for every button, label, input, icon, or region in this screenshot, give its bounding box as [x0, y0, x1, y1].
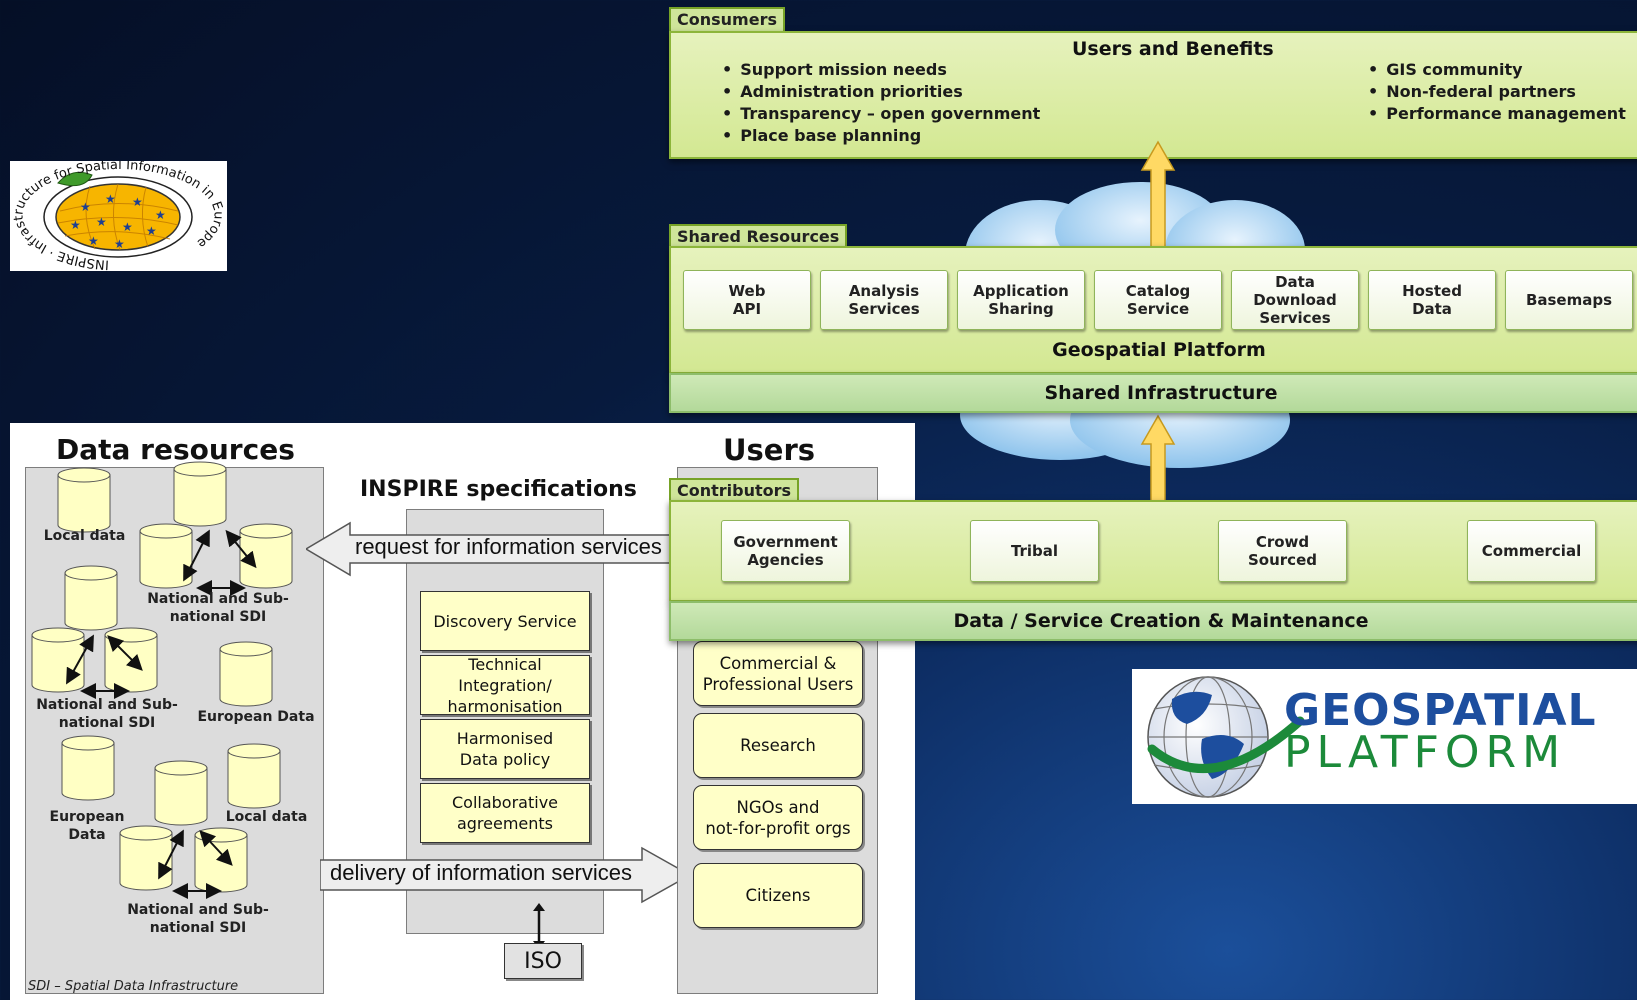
user-item-research: Research: [693, 713, 863, 778]
link-arrow: [107, 635, 143, 671]
benefit-item: Administration priorities: [722, 81, 1040, 103]
request-arrow-label: request for information services: [355, 534, 662, 559]
spec-item-discovery-service: Discovery Service: [420, 591, 590, 651]
shared-resources-tag: Shared Resources: [669, 224, 848, 248]
shared-infrastructure-bar: Shared Infrastructure: [669, 373, 1637, 413]
up-arrow-to-consumers: [1140, 140, 1176, 248]
svg-text:★: ★: [146, 224, 157, 238]
service-label: Hosted Data: [1402, 282, 1462, 318]
service-label: Web API: [728, 282, 766, 318]
users-title: Users: [723, 433, 816, 467]
user-item-commercial-professional: Commercial & Professional Users: [693, 641, 863, 706]
cylinder-label-local-data: Local data: [225, 809, 308, 825]
data-store-cylinder: [154, 760, 208, 826]
user-item-ngos: NGOs and not-for-profit orgs: [693, 785, 863, 850]
service-basemaps: Basemaps: [1505, 270, 1633, 330]
geo-logo-line1: GEOSPATIAL: [1284, 685, 1597, 736]
inspire-specifications-title: INSPIRE specifications: [360, 477, 637, 502]
svg-text:★: ★: [105, 192, 116, 206]
contributor-label: Tribal: [1010, 542, 1059, 560]
data-store-cylinder: [31, 627, 85, 693]
cylinder-label-national-sdi: National and Sub- national SDI: [147, 591, 289, 625]
cylinder-label-european-data: European Data: [49, 809, 125, 843]
contributor-tribal: Tribal: [970, 520, 1099, 582]
geospatial-platform-logo: GEOSPATIAL PLATFORM: [1132, 669, 1637, 804]
data-resources-title: Data resources: [56, 433, 295, 466]
globe-icon: [1147, 676, 1305, 798]
data-store-cylinder: [57, 467, 111, 533]
data-store-cylinder: [219, 641, 273, 707]
spec-item-technical-integration: Technical Integration/ harmonisation: [420, 655, 590, 716]
cylinder-label-national-sdi: National and Sub- national SDI: [36, 697, 178, 731]
request-arrow: [306, 521, 676, 577]
delivery-arrow-label: delivery of information services: [330, 860, 633, 885]
service-catalog: Catalog Service: [1094, 270, 1222, 330]
svg-text:★: ★: [122, 220, 133, 234]
link-arrow: [183, 529, 210, 582]
cylinder-label-local-data: Local data: [43, 528, 126, 544]
data-service-creation-bar: Data / Service Creation & Maintenance: [669, 601, 1637, 641]
inspire-logo-graphic: ★ ★ ★ ★ ★ ★ ★ ★ ★ ★ INSPIRE · Infrastruc…: [11, 158, 225, 272]
users-benefits-title: Users and Benefits: [1072, 38, 1274, 60]
inspire-logo: ★ ★ ★ ★ ★ ★ ★ ★ ★ ★ INSPIRE · Infrastruc…: [10, 158, 227, 272]
data-store-cylinder: [139, 523, 193, 589]
data-store-cylinder: [61, 735, 115, 801]
data-store-cylinder: [227, 743, 281, 809]
benefits-list-left: Support mission needs Administration pri…: [722, 59, 1040, 147]
svg-text:★: ★: [114, 237, 125, 251]
cylinder-label-national-sdi: National and Sub- national SDI: [127, 902, 269, 936]
user-item-citizens: Citizens: [693, 863, 863, 928]
geospatial-platform-label: Geospatial Platform: [1052, 339, 1266, 361]
svg-text:★: ★: [132, 195, 143, 209]
svg-text:★: ★: [155, 208, 166, 222]
service-web-api: Web API: [683, 270, 811, 330]
link-arrow: [225, 529, 257, 569]
data-resources-graphics: [31, 461, 293, 899]
contributor-commercial: Commercial: [1467, 520, 1596, 582]
data-store-cylinder: [194, 827, 248, 893]
iso-box: ISO: [504, 943, 582, 979]
service-hosted-data: Hosted Data: [1368, 270, 1496, 330]
contributor-label: Commercial: [1481, 542, 1582, 560]
link-arrow: [199, 830, 233, 866]
geo-logo-line2: PLATFORM: [1284, 727, 1567, 778]
service-label: Data Download Services: [1253, 273, 1337, 327]
svg-text:★: ★: [70, 218, 81, 232]
cylinder-label-european-data: European Data: [197, 709, 315, 725]
benefit-item: Support mission needs: [722, 59, 1040, 81]
service-application-sharing: Application Sharing: [957, 270, 1085, 330]
service-data-download: Data Download Services: [1231, 270, 1359, 330]
contributor-government-agencies: Government Agencies: [721, 520, 850, 582]
consumers-tag: Consumers: [669, 7, 785, 31]
service-label: Analysis Services: [848, 282, 920, 318]
spec-item-collaborative-agreements: Collaborative agreements: [420, 783, 590, 843]
svg-text:★: ★: [88, 234, 99, 248]
benefit-item: Place base planning: [722, 125, 1040, 147]
sdi-footnote: SDI – Spatial Data Infrastructure: [28, 979, 239, 994]
benefit-item: Transparency – open government: [722, 103, 1040, 125]
contributor-crowd-sourced: Crowd Sourced: [1218, 520, 1347, 582]
service-label: Basemaps: [1525, 291, 1613, 309]
svg-text:★: ★: [80, 200, 91, 214]
data-store-cylinder: [173, 461, 227, 527]
contributor-label: Government Agencies: [733, 533, 838, 569]
service-label: Catalog Service: [1125, 282, 1191, 318]
up-arrow-to-infrastructure: [1140, 414, 1176, 502]
contributor-label: Crowd Sourced: [1248, 533, 1317, 569]
benefit-item: Performance management: [1368, 103, 1626, 125]
svg-text:★: ★: [96, 215, 107, 229]
service-analysis: Analysis Services: [820, 270, 948, 330]
benefit-item: Non-federal partners: [1368, 81, 1626, 103]
benefits-list-right: GIS community Non-federal partners Perfo…: [1368, 59, 1626, 125]
benefit-item: GIS community: [1368, 59, 1626, 81]
link-arrow: [66, 634, 94, 685]
spec-item-harmonised-data-policy: Harmonised Data policy: [420, 719, 590, 779]
contributors-tag: Contributors: [669, 478, 800, 502]
delivery-arrow: [320, 846, 692, 904]
data-store-cylinder: [64, 565, 118, 631]
link-arrow: [158, 829, 184, 880]
service-label: Application Sharing: [973, 282, 1069, 318]
